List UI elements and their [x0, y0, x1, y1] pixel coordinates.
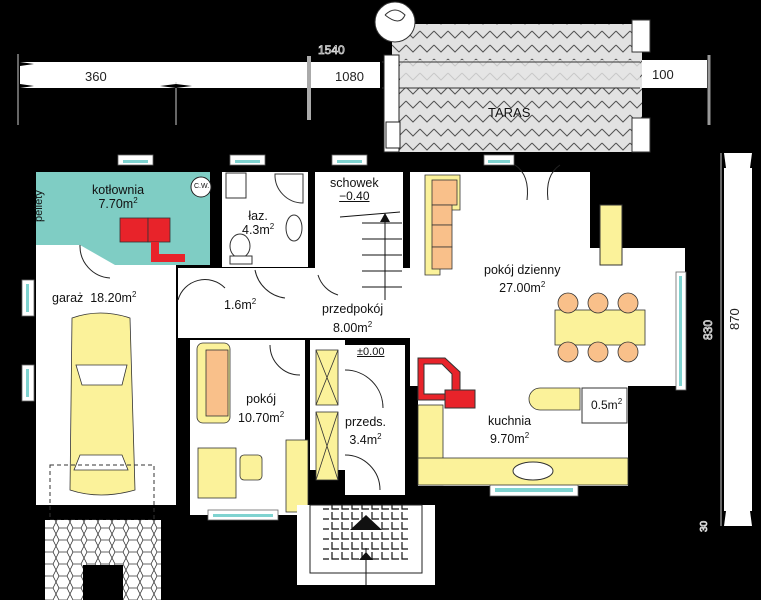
- dimension-label-1540: 1540: [318, 43, 345, 57]
- dimension-label-100: 100: [652, 67, 674, 82]
- room-area: 9.70m2: [489, 430, 530, 446]
- room-przedpokoj: przedpokój 8.00m2: [322, 303, 383, 334]
- staircase: [339, 211, 402, 300]
- pellets-label: pellety: [33, 190, 45, 222]
- entrance-steps: [297, 504, 435, 585]
- dimension-label-870: 870: [727, 308, 742, 330]
- room-area: 3.4m2: [349, 431, 382, 447]
- room-przedsionek: przeds. 3.4m2: [345, 416, 386, 446]
- sofa-living: [424, 174, 461, 276]
- room-kuchnia: kuchnia 9.70m2: [488, 415, 531, 445]
- pokoj-furniture: [196, 342, 309, 513]
- dining-table: [554, 292, 646, 363]
- dim-100-bg: [639, 60, 707, 88]
- top-dimension-line: [17, 54, 380, 125]
- room-area: 0.5m: [591, 398, 618, 412]
- room-small-hall: 1.6m2: [224, 297, 257, 312]
- room-schowek: schowek −0.40: [330, 177, 379, 202]
- fireplace: [417, 357, 476, 409]
- wardrobes: [315, 349, 339, 481]
- room-kotlownia: kotłownia 7.70m2: [92, 184, 144, 210]
- room-name: schowek: [330, 176, 379, 190]
- room-spizarnia: 0.5m2: [591, 397, 623, 412]
- entrance-level-marker: ±0.00: [357, 346, 385, 358]
- dimension-label-360: 360: [85, 69, 107, 84]
- right-dimension-line: [720, 153, 754, 526]
- dimension-label-30: 30: [699, 520, 711, 532]
- room-name: kotłownia: [92, 183, 145, 197]
- car: [69, 312, 136, 496]
- room-pokoj-dzienny: pokój dzienny 27.00m2: [484, 264, 560, 294]
- room-area: 10.70m2: [238, 409, 285, 425]
- terrace-label: TARAS: [488, 105, 531, 120]
- pantry: [581, 387, 628, 424]
- room-name: pokój dzienny: [484, 263, 561, 277]
- room-area: 27.00m2: [499, 279, 546, 295]
- room-name: przeds.: [345, 415, 386, 429]
- terrace: [374, 1, 651, 153]
- bathroom-fixtures: [225, 172, 304, 265]
- hot-water-tank: [190, 176, 212, 198]
- hot-water-tank-label: C.W.: [194, 183, 210, 190]
- room-name: kuchnia: [488, 414, 532, 428]
- kitchen-counters: [417, 387, 629, 486]
- room-area: 4.3m2: [242, 221, 275, 237]
- room-garaz: garaż 18.20m2: [52, 290, 137, 305]
- boiler: [119, 217, 185, 262]
- room-name: pokój: [246, 392, 277, 406]
- room-area: 18.20m: [90, 291, 132, 305]
- room-name: garaż: [52, 291, 84, 305]
- doors: [79, 164, 561, 491]
- kitchen-sink: [512, 461, 554, 481]
- dimension-label-830: 830: [701, 319, 716, 341]
- level-marker: −0.40: [339, 188, 370, 203]
- room-area: 7.70m2: [98, 195, 138, 211]
- room-pokoj: pokój 10.70m2: [238, 393, 284, 424]
- room-area: 8.00m2: [332, 319, 373, 335]
- room-name: przedpokój: [322, 302, 384, 316]
- dimension-label-1080: 1080: [335, 69, 364, 84]
- room-area: 1.6m: [224, 298, 252, 312]
- window-glass: [26, 160, 682, 517]
- tv-cabinet: [599, 204, 623, 266]
- room-name: łaz.: [248, 209, 268, 223]
- room-lazienka: łaz. 4.3m2: [242, 210, 274, 236]
